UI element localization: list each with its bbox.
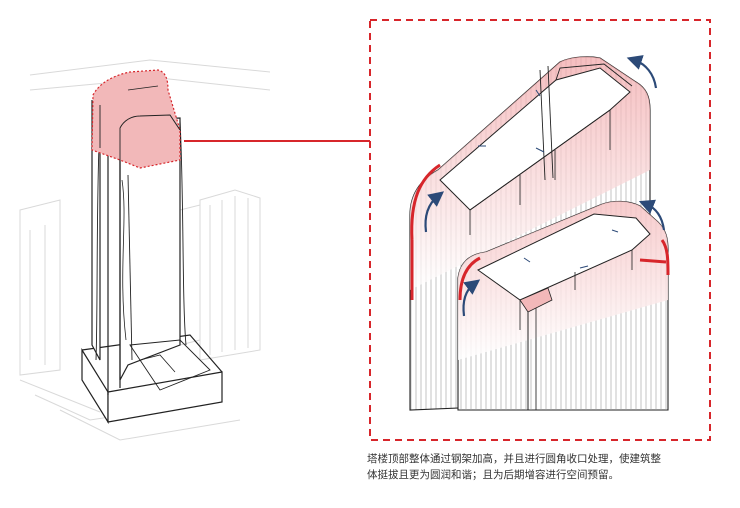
arrow-back-left (424, 191, 445, 233)
context-buildings (19, 59, 271, 441)
caption-line-1: 塔楼顶部整体通过钢架加高，并且进行圆角收口处理，使建筑整 (367, 453, 661, 465)
rise-arrows (424, 55, 666, 317)
detail-callout-frame (369, 19, 711, 441)
diagram-caption: 塔楼顶部整体通过钢架加高，并且进行圆角收口处理，使建筑整 体挺拔且更为圆润和谐；… (367, 451, 717, 483)
arrow-front-right (638, 199, 666, 231)
arrow-front-left (462, 279, 481, 317)
crown-detail-axonometric (409, 56, 670, 411)
caption-line-2: 体挺拔且更为圆润和谐；且为后期增容进行空间预留。 (367, 469, 619, 481)
arrow-back-right (626, 55, 658, 89)
crown-highlight (91, 69, 181, 169)
